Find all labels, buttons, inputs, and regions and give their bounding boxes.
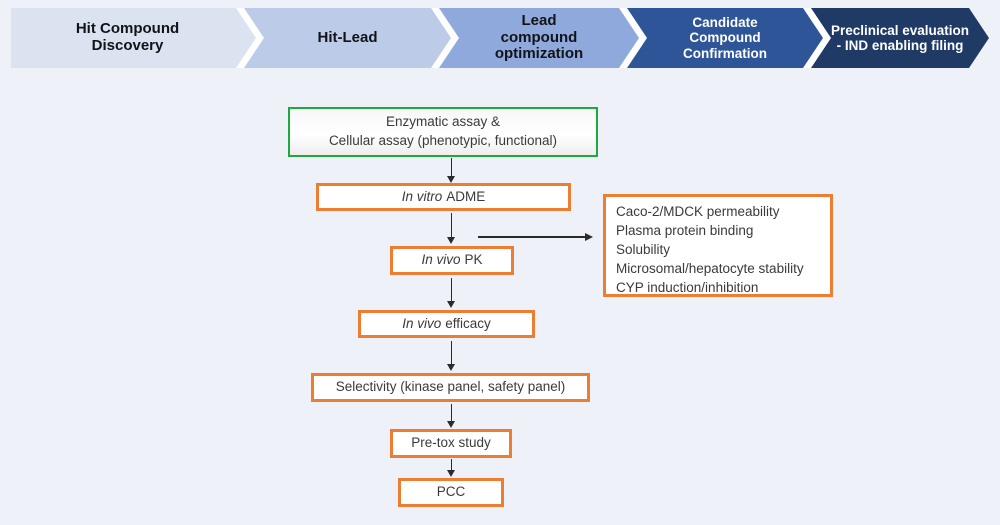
arrow-shaft <box>450 341 452 365</box>
stage-label-hit-compound-discovery: Hit Compound Discovery <box>75 20 180 54</box>
arrow-head-icon <box>447 301 455 308</box>
chevron-hit-lead <box>244 8 451 68</box>
arrow-shaft <box>450 158 452 177</box>
stage-label-hit-lead: Hit-Lead <box>317 28 378 46</box>
screening-assay-box: Enzymatic assay & Cellular assay (phenot… <box>288 107 598 157</box>
arrow-shaft <box>450 459 452 471</box>
in-vivo-efficacy-box: In vivo efficacy <box>358 310 535 338</box>
arrow-head-icon <box>585 233 593 241</box>
chevron-lead-compound-optimization <box>439 8 639 68</box>
arrow-pretox-to-pcc <box>446 459 456 477</box>
arrow-head-icon <box>447 237 455 244</box>
stage-label-candidate-compound-confirmation: Candidate Compound Confirmation <box>683 15 767 61</box>
arrow-screening-to-adme <box>446 158 456 183</box>
pretox-box: Pre-tox study <box>390 429 512 458</box>
chevron-candidate-compound-confirmation <box>627 8 823 68</box>
pcc-box: PCC <box>398 478 504 507</box>
arrow-shaft <box>478 236 586 238</box>
in-vitro-adme-box: In vitro ADME <box>316 183 571 211</box>
in-vitro-adme-label: ADME <box>446 188 486 204</box>
arrow-pk-to-efficacy <box>446 278 456 308</box>
arrow-head-icon <box>447 470 455 477</box>
arrow-efficacy-to-selectivity <box>446 341 456 371</box>
chevron-hit-compound-discovery <box>11 8 256 68</box>
in-vivo-pk-box: In vivo PK <box>390 246 514 275</box>
pretox-label: Pre-tox study <box>411 435 491 451</box>
adme-detail-item: CYP induction/inhibition <box>616 280 759 295</box>
pcc-label: PCC <box>436 484 466 500</box>
in-vivo-efficacy-label-italic: In vivo <box>402 315 442 331</box>
in-vivo-pk-label: PK <box>464 252 483 268</box>
adme-detail-item: Caco-2/MDCK permeability <box>616 204 780 219</box>
in-vivo-efficacy-label: efficacy <box>445 315 491 331</box>
selectivity-label: Selectivity (kinase panel, safety panel) <box>335 379 566 395</box>
selectivity-box: Selectivity (kinase panel, safety panel) <box>311 373 590 402</box>
adme-detail-item: Plasma protein binding <box>616 223 754 238</box>
arrow-shaft <box>450 278 452 302</box>
adme-detail-item: Microsomal/hepatocyte stability <box>616 261 804 276</box>
arrow-shaft <box>450 213 452 238</box>
adme-detail-box: Caco-2/MDCK permeability Plasma protein … <box>603 194 833 297</box>
pipeline-banner-shapes <box>11 8 989 68</box>
stage-label-lead-compound-optimization: Lead compound optimization <box>494 11 584 63</box>
arrow-head-icon <box>447 364 455 371</box>
arrow-to-adme-details <box>478 232 593 242</box>
arrow-shaft <box>450 404 452 422</box>
adme-detail-item: Solubility <box>616 242 671 257</box>
stage-label-preclinical-evaluation: Preclinical evaluation - IND enabling fi… <box>830 22 970 53</box>
arrow-selectivity-to-pretox <box>446 404 456 428</box>
in-vitro-adme-label-italic: In vitro <box>401 188 443 204</box>
arrow-head-icon <box>447 176 455 183</box>
in-vivo-pk-label-italic: In vivo <box>421 252 461 268</box>
chevron-preclinical-evaluation <box>811 8 989 68</box>
arrow-head-icon <box>447 421 455 428</box>
pipeline-banner: Hit Compound Discovery Hit-Lead Lead com… <box>11 8 989 68</box>
arrow-adme-to-pk <box>446 213 456 244</box>
screening-assay-label: Enzymatic assay & Cellular assay (phenot… <box>328 114 558 148</box>
